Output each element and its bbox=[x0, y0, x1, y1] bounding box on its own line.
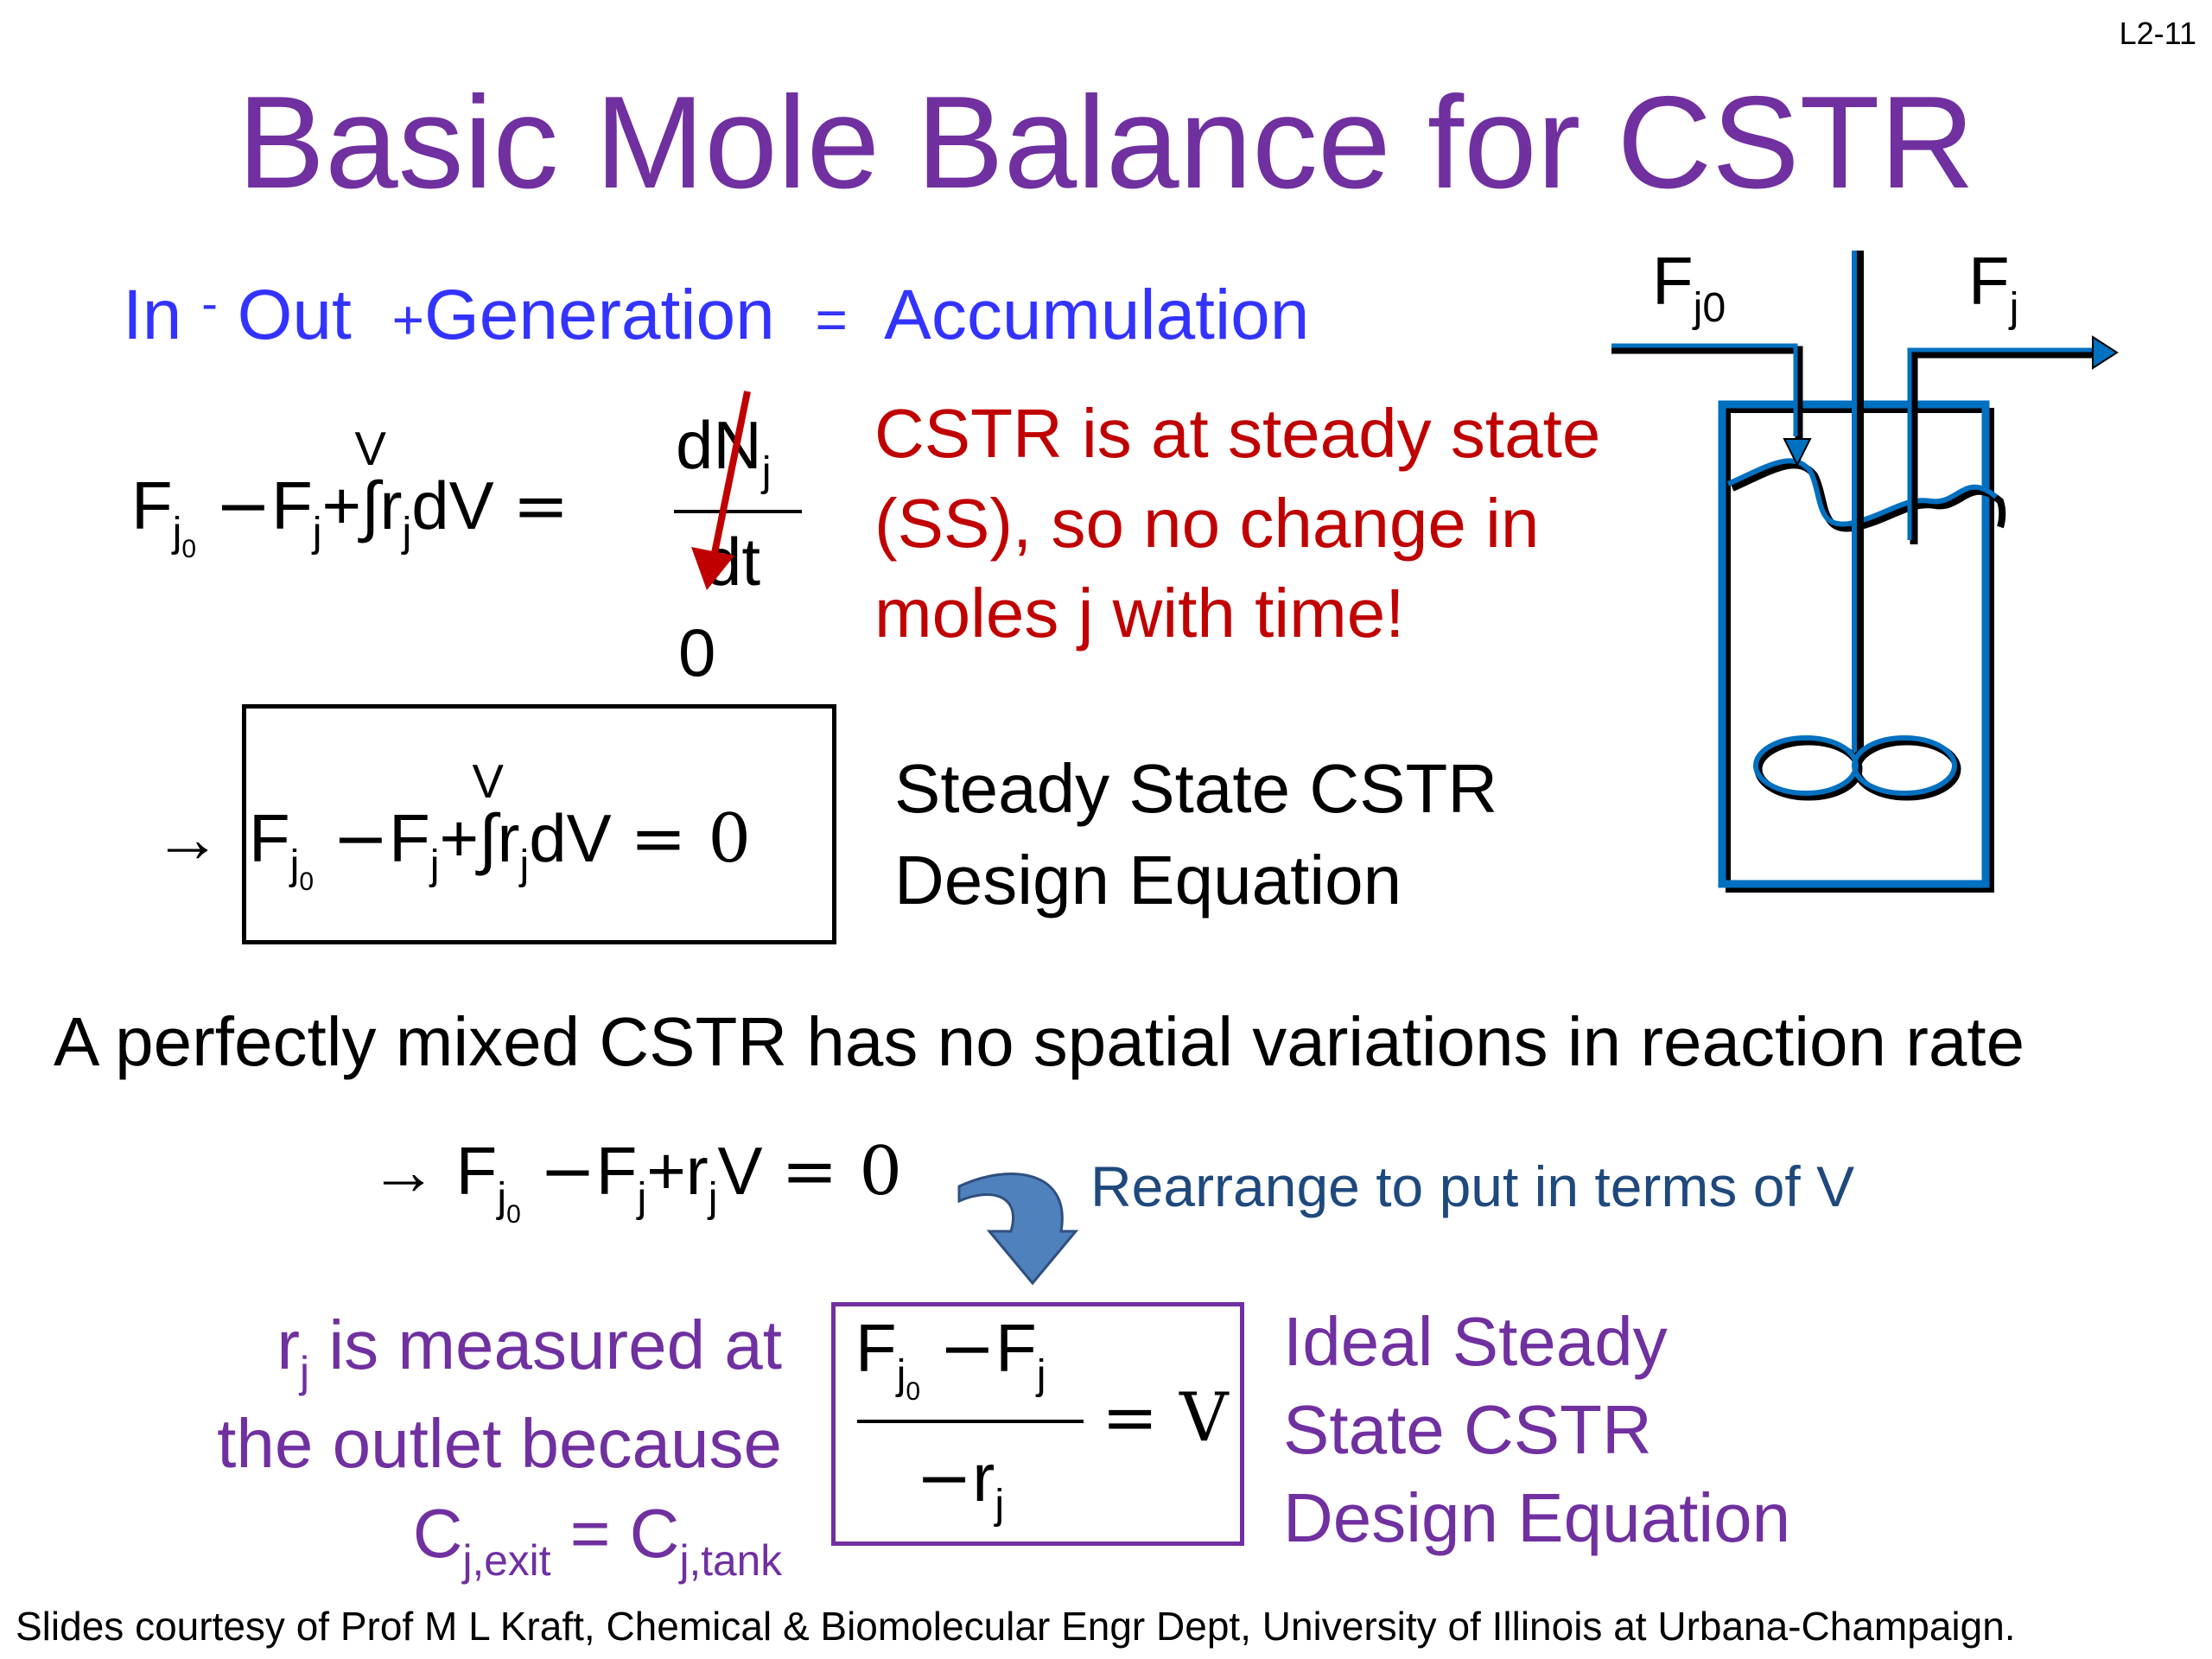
slide-footer: Slides courtesy of Prof M L Kraft, Chemi… bbox=[16, 1604, 2016, 1649]
word-equation: In - Out +Generation = Accumulation bbox=[123, 275, 1309, 356]
ideal-denominator: −rj bbox=[916, 1440, 1005, 1529]
word-equals: = bbox=[815, 289, 848, 351]
general-mole-balance: Fj0 −Fj+V∫rjdV = bbox=[131, 423, 569, 563]
steady-state-note: CSTR is at steady state (SS), so no chan… bbox=[874, 395, 1601, 652]
outlet-measurement-note: rj is measured at the outlet because Cj,… bbox=[217, 1306, 782, 1585]
design-equation: Fj0 −Fj+V∫rjdV = 0 bbox=[249, 755, 752, 896]
integral-sign: V∫ bbox=[354, 423, 386, 543]
rearrange-note: Rearrange to put in terms of V bbox=[1090, 1154, 1855, 1218]
cancel-zero: 0 bbox=[678, 614, 716, 690]
slide-title: Basic Mole Balance for CSTR bbox=[237, 69, 1975, 216]
ideal-fraction-bar bbox=[857, 1420, 1084, 1423]
ideal-design-equation-label: Ideal Steady State CSTR Design Equation bbox=[1283, 1303, 1791, 1556]
implies-arrow: → bbox=[154, 800, 221, 876]
fraction-numerator: dNj bbox=[676, 407, 772, 496]
word-minus: - bbox=[201, 276, 218, 330]
simplified-equation: → Fj0 −Fj+rjV = 0 bbox=[370, 1133, 902, 1229]
cancel-arrow-icon bbox=[691, 391, 751, 590]
inlet-flow-label: Fj0 bbox=[1652, 243, 1726, 332]
ideal-equals-v: = V bbox=[1102, 1379, 1229, 1457]
ideal-numerator: Fj0 −Fj bbox=[855, 1310, 1046, 1406]
word-accumulation: Accumulation bbox=[884, 276, 1310, 354]
design-equation-box bbox=[242, 704, 836, 944]
slide-number: L2-11 bbox=[2119, 16, 2196, 51]
sub-j0: j0 bbox=[172, 509, 197, 563]
word-in: In bbox=[123, 276, 182, 354]
ideal-design-equation-box bbox=[831, 1302, 1244, 1546]
outlet-flow-label: Fj bbox=[1968, 243, 2019, 332]
word-out: Out bbox=[237, 276, 352, 354]
perfectly-mixed-statement: A perfectly mixed CSTR has no spatial va… bbox=[54, 1003, 2025, 1080]
cstr-reactor-diagram bbox=[1611, 251, 2119, 893]
word-generation: Generation bbox=[423, 276, 775, 354]
design-equation-label: Steady State CSTR Design Equation bbox=[894, 750, 1498, 918]
fraction-bar bbox=[674, 510, 802, 513]
curved-arrow-icon bbox=[957, 1172, 1079, 1286]
word-plus: + bbox=[391, 289, 424, 351]
